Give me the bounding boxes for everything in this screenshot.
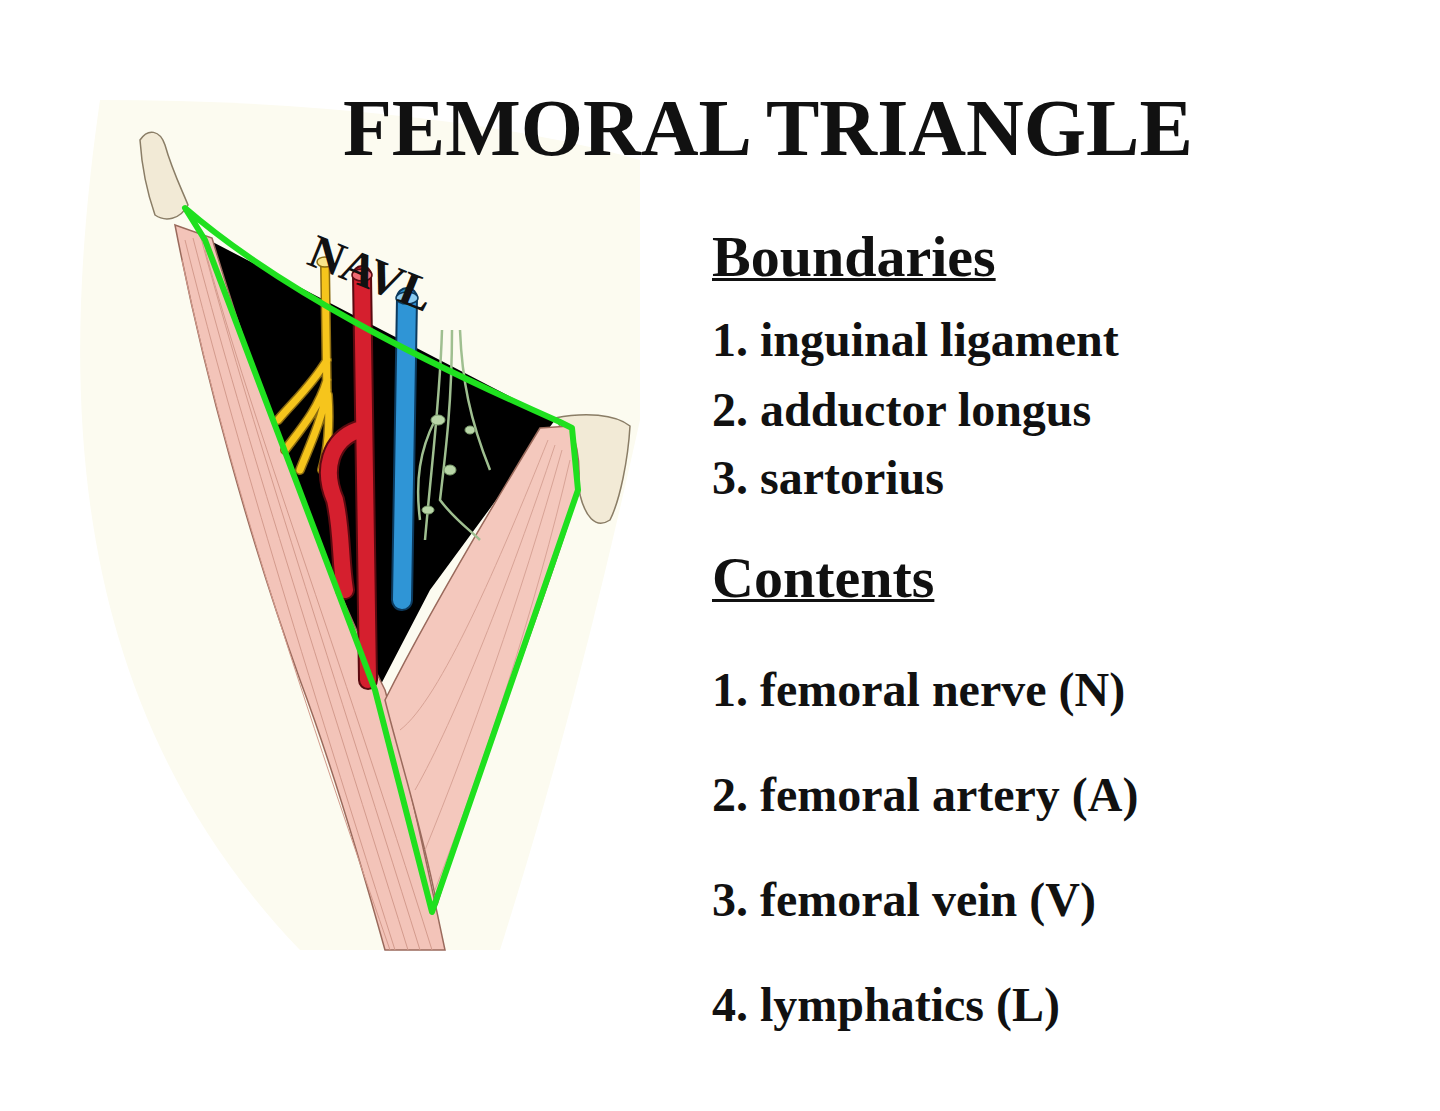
list-item: 2. femoral artery (A)	[712, 766, 1138, 824]
list-item: 3. femoral vein (V)	[712, 871, 1096, 929]
section-heading: Boundaries	[712, 222, 996, 292]
lymph-nodes	[422, 415, 475, 514]
sartorius-muscle	[175, 225, 445, 950]
femoral-vein	[402, 298, 407, 600]
section-heading: Contents	[712, 543, 934, 613]
adductor-fibers	[400, 440, 570, 890]
diagram-title: FEMORAL TRIANGLE	[343, 88, 1193, 168]
list-item: 1. inguinal ligament	[712, 311, 1119, 369]
triangle-outline	[185, 208, 578, 912]
thigh-background	[80, 100, 640, 950]
iliac-spine	[140, 132, 188, 219]
list-item: 4. lymphatics (L)	[712, 976, 1060, 1034]
list-item: 2. adductor longus	[712, 381, 1091, 439]
list-item: 3. sartorius	[712, 449, 944, 507]
list-item: 1. femoral nerve (N)	[712, 661, 1125, 719]
